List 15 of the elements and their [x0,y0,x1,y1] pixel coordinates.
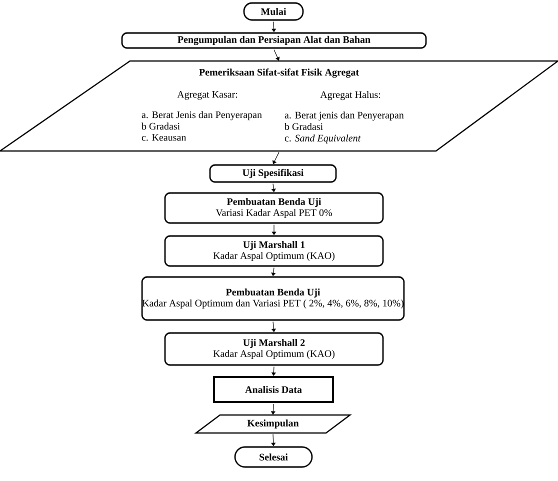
terminal-box: Mulai [243,2,304,21]
arrow [274,49,280,61]
process-box: Uji Marshall 2 Kadar Aspal Optimum (KAO) [164,332,384,366]
arrow [272,224,276,236]
process-box: Pengumpulan dan Persiapan Alat dan Bahan [121,32,427,49]
input-output-box: Pemeriksaan Sifat-sifat Fisik Agregat Agregat Kasar: a. Berat Jenis dan Penyerapan b Gradasi c. Keausan Agregat Halus: a. Berat jenis dan Penyerapan b Gradasi c. Sand Equivalent [0,60,558,152]
process-box: Pembuatan Benda Uji Variasi Kadar Aspal PET 0% [164,192,384,224]
arrow [271,434,276,446]
process-box: Analisis Data [213,376,334,403]
arrow [271,267,276,276]
process-box: Uji Marshall 1 Kadar Aspal Optimum (KAO) [164,235,384,267]
arrow [272,21,276,32]
process-box: Uji Spesifikasi [209,164,337,183]
terminal-box: Selesai [234,446,313,468]
process-box: Pembuatan Benda Uji Kadar Aspal Optimum dan Variasi PET ( 2%, 4%, 6%, 8%, 10%) [141,276,405,321]
